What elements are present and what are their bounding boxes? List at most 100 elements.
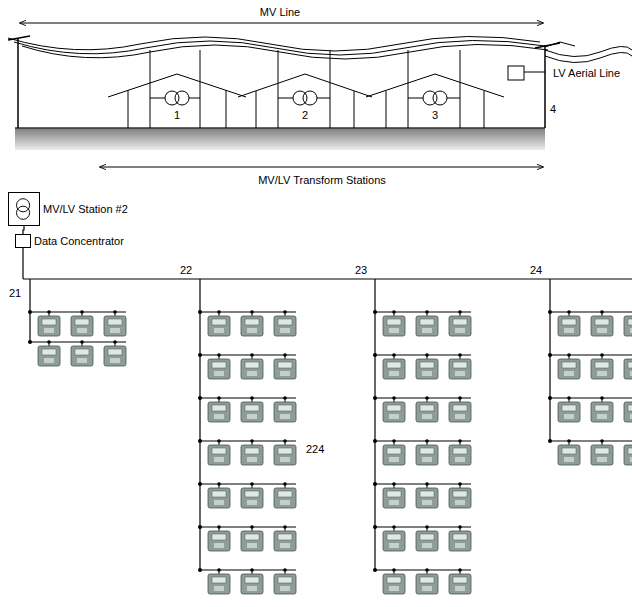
meter-icon	[383, 353, 405, 379]
meter-icon	[241, 568, 263, 594]
meter-icon	[274, 482, 296, 508]
meter-icon	[208, 439, 230, 465]
pole	[8, 36, 560, 128]
junction-dot	[373, 482, 377, 486]
caption-label: MV Line	[260, 7, 300, 18]
meter-icon	[449, 396, 471, 422]
meter-icon	[208, 396, 230, 422]
meter-icon	[383, 310, 405, 336]
junction-dot	[373, 525, 377, 529]
junction-dot	[373, 439, 377, 443]
meter-icon	[241, 482, 263, 508]
meter-icon	[624, 353, 632, 379]
junction-dot	[198, 396, 202, 400]
row-line	[200, 526, 296, 527]
junction-dot	[373, 353, 377, 357]
meter-icon	[449, 310, 471, 336]
meter-icon	[449, 482, 471, 508]
meter-icon	[449, 568, 471, 594]
meter-icon	[383, 439, 405, 465]
callout-number: 4	[550, 104, 556, 115]
row-line	[550, 440, 632, 441]
meter-icon	[38, 340, 60, 366]
branch-line	[549, 279, 550, 441]
junction-dot	[548, 396, 552, 400]
meter-icon	[591, 310, 613, 336]
row-line	[375, 569, 471, 570]
meter-icon	[208, 568, 230, 594]
meter-icon	[558, 439, 580, 465]
junction-dot	[198, 310, 202, 314]
meter-icon	[624, 439, 632, 465]
junction-dot	[28, 340, 32, 344]
meter-icon	[241, 353, 263, 379]
row-line	[375, 311, 471, 312]
meter-icon	[208, 525, 230, 551]
meter-icon	[416, 482, 438, 508]
meter-icon	[383, 396, 405, 422]
callout-number: 21	[9, 288, 21, 299]
junction-dot	[28, 310, 32, 314]
meter-icon	[416, 568, 438, 594]
transformer-symbol	[9, 193, 39, 225]
row-line	[375, 354, 471, 355]
junction-dot	[198, 482, 202, 486]
row-line	[200, 569, 296, 570]
span-arrow	[20, 23, 543, 24]
meter-icon	[591, 396, 613, 422]
meter-icon	[208, 482, 230, 508]
meter-icon	[38, 310, 60, 336]
row-line	[200, 397, 296, 398]
meter-icon	[241, 310, 263, 336]
meter-icon	[274, 310, 296, 336]
transform-station	[108, 50, 504, 128]
meter-icon	[274, 525, 296, 551]
junction-dot	[548, 353, 552, 357]
meter-icon	[274, 568, 296, 594]
span-arrow	[100, 167, 543, 168]
meter-icon	[416, 396, 438, 422]
row-line	[550, 311, 632, 312]
meter-icon	[624, 396, 632, 422]
lv-aerial-line	[508, 42, 632, 80]
concentrator-box: Data Concentrator	[15, 234, 31, 248]
row-line	[30, 311, 126, 312]
row-line	[550, 354, 632, 355]
callout-number: 1	[174, 110, 180, 121]
meter-icon	[71, 340, 93, 366]
meter-icon	[624, 310, 632, 336]
station-box: MV/LV Station #2	[8, 192, 40, 226]
meter-icon	[416, 525, 438, 551]
callout-number: 2	[302, 110, 308, 121]
junction-dot	[548, 310, 552, 314]
row-line	[550, 397, 632, 398]
meter-icon	[104, 340, 126, 366]
junction-dot	[198, 439, 202, 443]
callout-number: 224	[306, 444, 324, 455]
meter-icon	[383, 482, 405, 508]
meter-icon	[416, 439, 438, 465]
junction-dot	[373, 310, 377, 314]
junction-dot	[548, 439, 552, 443]
meter-icon	[449, 525, 471, 551]
junction-dot	[373, 568, 377, 572]
row-line	[200, 354, 296, 355]
row-line	[375, 440, 471, 441]
meter-icon	[416, 353, 438, 379]
row-line	[375, 483, 471, 484]
ground	[15, 128, 545, 150]
callout-number: 22	[180, 265, 192, 276]
meter-icon	[208, 310, 230, 336]
row-line	[375, 526, 471, 527]
caption-label: LV Aerial Line	[553, 68, 620, 79]
junction-dot	[373, 396, 377, 400]
caption-label: MV/LV Transform Stations	[258, 175, 386, 186]
junction-dot	[198, 353, 202, 357]
meter-icon	[416, 310, 438, 336]
node-heading: Data Concentrator	[34, 236, 124, 247]
callout-number: 3	[432, 110, 438, 121]
meter-icon	[241, 525, 263, 551]
meter-icon	[558, 353, 580, 379]
node-heading: MV/LV Station #2	[43, 204, 128, 215]
